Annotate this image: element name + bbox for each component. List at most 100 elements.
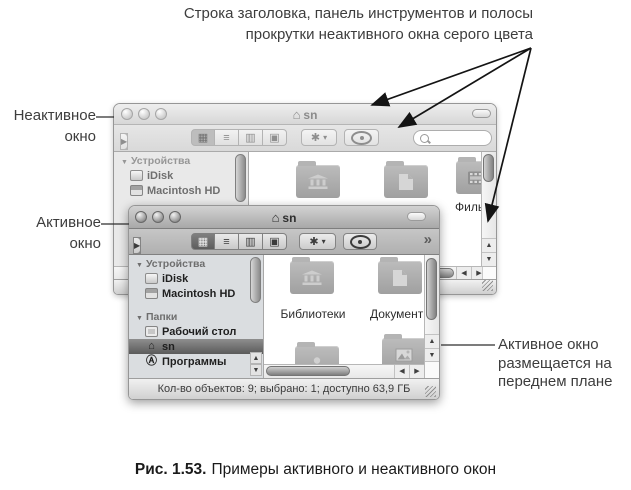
sidebar-item-desktop[interactable]: Рабочий стол [129,324,263,339]
scrollbar-arrow-buttons: ◀ ▶ [394,365,424,378]
filmstrip-icon [468,171,481,184]
idisk-icon [145,273,158,284]
top-annotation-line2: прокрутки неактивного окна серого цвета [245,26,533,43]
disclosure-triangle-icon[interactable]: ▼ [136,262,143,269]
active-window: ⌂sn ◀ ▶ ▦ ≡ ▥ ▣ ✱▾ » ▼Устройства iDisk M… [128,205,440,400]
forward-button[interactable]: ▶ [133,237,142,254]
scrollbar-corner [425,361,439,378]
folder-documents[interactable] [384,161,428,198]
coverflow-view-icon: ▣ [269,236,280,248]
zoom-button[interactable] [155,108,167,120]
search-field[interactable] [413,130,492,146]
toolbar-overflow-chevron[interactable]: » [423,231,432,248]
scroll-right-button[interactable]: ▶ [409,365,424,378]
sidebar-scrollbar-thumb[interactable] [235,154,246,202]
disclosure-triangle-icon[interactable]: ▼ [121,159,128,166]
vertical-scrollbar-thumb[interactable] [483,154,494,182]
sidebar-item-macintosh-hd[interactable]: Macintosh HD [129,286,263,301]
minimize-button[interactable] [152,211,164,223]
folder-pictures[interactable] [382,334,424,364]
close-button[interactable] [121,108,133,120]
list-view-button[interactable]: ≡ [215,233,239,250]
scroll-left-button[interactable]: ◀ [394,365,409,378]
zoom-button[interactable] [169,211,181,223]
forward-icon: ▶ [134,241,141,250]
toolbar-toggle-button[interactable] [472,109,491,118]
applications-icon: Ⓐ [146,355,157,367]
resize-grip[interactable] [482,280,493,291]
status-text: Кол-во объектов: 9; выбрано: 1; доступно… [157,383,411,395]
inactive-toolbar: ◀ ▶ ▦ ≡ ▥ ▣ ✱▾ [114,125,496,152]
scroll-down-button[interactable]: ▼ [482,252,496,266]
gear-icon: ✱ [309,236,319,248]
column-view-button[interactable]: ▥ [239,129,263,146]
active-vertical-scrollbar[interactable]: ▲ ▼ [424,255,439,378]
list-view-button[interactable]: ≡ [215,129,239,146]
caption-text: Примеры активного и неактивного окон [211,461,497,478]
horizontal-scrollbar-thumb[interactable] [266,366,350,376]
scroll-left-button[interactable]: ◀ [456,267,471,279]
window-title: ⌂sn [271,210,297,225]
column-view-icon: ▥ [245,132,256,144]
folder-libraries[interactable] [296,161,340,198]
scroll-up-button[interactable]: ▲ [250,352,262,364]
quick-look-button[interactable] [343,233,377,250]
active-titlebar[interactable]: ⌂sn [129,206,439,229]
scrollbar-corner [482,267,496,279]
user-silhouette-icon [313,356,321,364]
sidebar-item-idisk[interactable]: iDisk [129,271,263,286]
folder-documents[interactable] [378,257,422,294]
coverflow-view-button[interactable]: ▣ [263,233,287,250]
folder-libraries[interactable] [290,257,334,294]
action-menu-button[interactable]: ✱▾ [301,129,337,146]
sidebar-item-home-sn[interactable]: ⌂sn [129,339,263,354]
inactive-vertical-scrollbar[interactable]: ▲ ▼ [481,152,496,266]
vertical-scrollbar-thumb[interactable] [426,258,437,320]
top-annotation: Строка заголовка, панель инструментов и … [0,3,533,45]
scroll-down-button[interactable]: ▼ [425,348,439,362]
close-button[interactable] [135,211,147,223]
inactive-label-line2: окно [64,128,96,145]
active-label-line2: окно [69,235,101,252]
column-view-button[interactable]: ▥ [239,233,263,250]
active-sidebar: ▼Устройства iDisk Macintosh HD ▼Папки Ра… [129,255,264,378]
folder-shared[interactable] [295,342,339,364]
inactive-label-line1: Неактивное [13,107,96,124]
eye-icon [349,234,371,249]
quick-look-button[interactable] [344,129,379,146]
column-view-icon: ▥ [245,236,256,248]
active-horizontal-scrollbar[interactable]: ◀ ▶ [264,364,424,378]
home-icon: ⌂ [292,107,301,122]
icon-view-button[interactable]: ▦ [191,129,215,146]
active-window-body: ▼Устройства iDisk Macintosh HD ▼Папки Ра… [129,255,439,378]
icon-view-button[interactable]: ▦ [191,233,215,250]
scroll-up-button[interactable]: ▲ [482,238,496,252]
action-menu-button[interactable]: ✱▾ [299,233,336,250]
minimize-button[interactable] [138,108,150,120]
inactive-titlebar[interactable]: ⌂sn [114,104,496,125]
idisk-icon [130,170,143,181]
scroll-up-button[interactable]: ▲ [425,334,439,348]
arrow-to-titlebar [370,47,532,107]
sidebar-scrollbar-thumb[interactable] [250,257,261,303]
folder-movies[interactable] [456,157,481,194]
active-window-label: Активное окно [0,212,101,254]
gear-icon: ✱ [310,132,321,144]
coverflow-view-icon: ▣ [269,132,280,144]
coverflow-view-button[interactable]: ▣ [263,129,287,146]
sidebar-item-macintosh-hd[interactable]: Macintosh HD [114,183,248,198]
document-icon [399,173,413,190]
sidebar-item-idisk[interactable]: iDisk [114,168,248,183]
window-controls [121,108,167,120]
toolbar-toggle-button[interactable] [407,212,426,221]
icon-view-icon: ▦ [197,132,209,144]
forward-button[interactable]: ▶ [120,133,129,150]
scroll-down-button[interactable]: ▼ [250,364,262,376]
resize-grip[interactable] [425,386,436,397]
hard-disk-icon [130,185,143,196]
disclosure-triangle-icon[interactable]: ▼ [136,315,143,322]
active-toolbar: ◀ ▶ ▦ ≡ ▥ ▣ ✱▾ » [129,229,439,255]
eye-icon [351,130,372,145]
